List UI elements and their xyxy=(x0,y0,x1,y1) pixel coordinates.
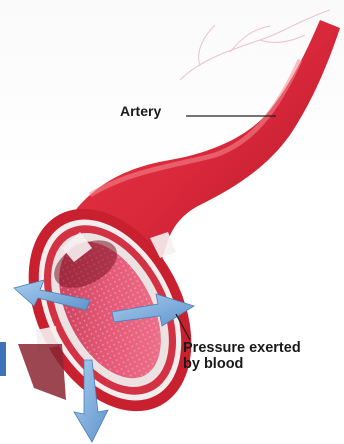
vessel-cut-edge xyxy=(18,344,66,400)
pressure-label-line1: Pressure exerted xyxy=(183,341,301,357)
pressure-label: Pressure exerted by blood xyxy=(183,341,301,373)
artery-label: Artery xyxy=(120,104,161,119)
pressure-label-line2: by blood xyxy=(183,357,301,373)
artery-cross-section xyxy=(0,181,224,439)
left-edge-marker xyxy=(0,342,6,376)
